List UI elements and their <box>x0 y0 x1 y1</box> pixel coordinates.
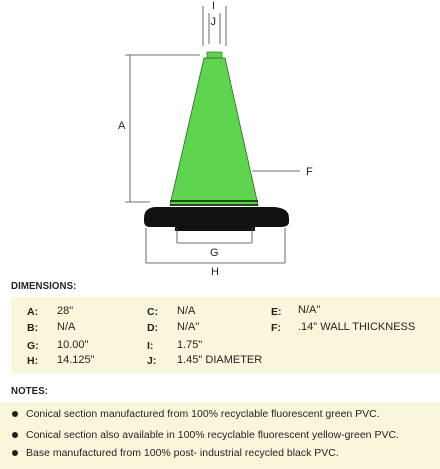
cone-stripe <box>170 204 258 206</box>
list-item: Conical section manufactured from 100% r… <box>12 408 380 420</box>
dim-value-b: N/A <box>57 321 76 333</box>
dim-value-j: 1.45" DIAMETER <box>177 354 263 366</box>
dim-key-c: C: <box>147 306 159 318</box>
dim-key-g: G: <box>27 340 39 352</box>
dim-value-d: N/A" <box>177 321 200 333</box>
dim-key-f: F: <box>271 322 281 334</box>
bullet-icon <box>12 450 18 456</box>
dim-value-g: 10.00" <box>57 339 89 351</box>
cone-diagram: I J A F G H <box>118 0 313 278</box>
base-lip <box>175 226 255 231</box>
dim-value-e: N/A" <box>298 304 321 316</box>
label-h: H <box>211 266 219 278</box>
dim-key-e: E: <box>271 306 282 318</box>
note-text: Base manufactured from 100% post- indust… <box>26 447 339 459</box>
cone-body <box>169 57 259 206</box>
dimension-h <box>145 228 286 264</box>
dim-value-c: N/A <box>177 305 196 317</box>
notes-heading: NOTES: <box>11 385 49 397</box>
dim-value-a: 28" <box>57 305 74 317</box>
note-text: Conical section manufactured from 100% r… <box>26 408 380 420</box>
dim-key-a: A: <box>27 306 39 318</box>
dim-value-f: .14" WALL THICKNESS <box>298 321 416 333</box>
cone-base <box>144 207 289 227</box>
label-f: F <box>306 166 313 178</box>
dim-value-i: 1.75" <box>177 339 203 351</box>
dimensions-table: A: 28" B: N/A G: 10.00" H: 14.125" C: N/… <box>11 297 440 373</box>
notes-list: Conical section manufactured from 100% r… <box>0 402 440 469</box>
dimension-a <box>125 54 200 203</box>
cone-top-cap <box>206 51 223 59</box>
list-item: Conical section also available in 100% r… <box>12 429 399 441</box>
dimension-g <box>176 228 253 244</box>
label-i: I <box>212 0 215 12</box>
dim-key-h: H: <box>27 355 39 367</box>
dim-value-h: 14.125" <box>57 354 95 366</box>
dim-key-i: I: <box>147 340 154 352</box>
label-j: J <box>211 16 217 28</box>
cone-stripe <box>170 200 258 202</box>
dimension-i-j <box>202 6 227 46</box>
dim-key-j: J: <box>147 355 157 367</box>
bullet-icon <box>12 411 18 417</box>
bullet-icon <box>12 432 18 438</box>
label-a: A <box>118 120 126 132</box>
dim-key-d: D: <box>147 322 159 334</box>
dim-key-b: B: <box>27 322 39 334</box>
dimensions-heading: DIMENSIONS: <box>11 280 77 292</box>
label-g: G <box>210 247 219 259</box>
note-text: Conical section also available in 100% r… <box>26 429 399 441</box>
list-item: Base manufactured from 100% post- indust… <box>12 447 339 459</box>
